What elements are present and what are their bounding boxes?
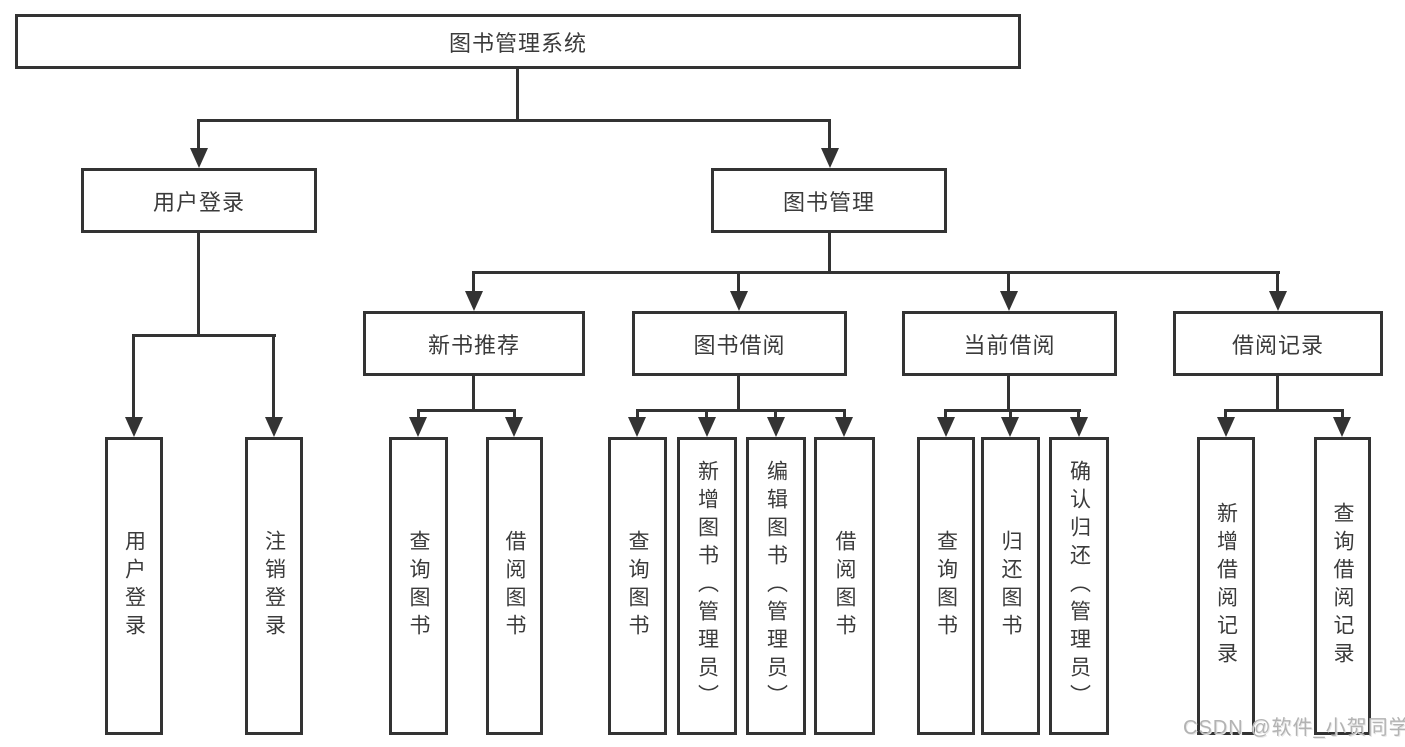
connector-line [1007,376,1010,411]
leaf-current-query-book: 查询图书 [917,437,975,735]
node-book-borrow: 图书借阅 [632,311,847,376]
arrowhead-down-icon [1070,417,1088,437]
connector-line [843,409,846,419]
connector-line [417,409,516,412]
node-new-book-recommend: 新书推荐 [363,311,585,376]
connector-line [705,409,708,419]
connector-line [1224,409,1344,412]
connector-line [417,409,420,419]
connector-line [737,271,740,293]
leaf-records-query-record: 查询借阅记录 [1314,437,1371,735]
arrowhead-down-icon [505,417,523,437]
connector-line [472,376,475,411]
connector-line [828,119,831,150]
connector-line [944,409,947,419]
connector-line [944,409,1081,412]
node-root: 图书管理系统 [15,14,1021,69]
connector-line [197,119,200,150]
connector-line [516,69,519,121]
connector-line [1341,409,1344,419]
connector-line [737,376,740,411]
arrowhead-down-icon [1217,417,1235,437]
connector-line [1224,409,1227,419]
arrowhead-down-icon [698,417,716,437]
arrowhead-down-icon [265,417,283,437]
csdn-watermark: CSDN @软件_小贺同学 [1183,717,1405,739]
arrowhead-down-icon [1001,417,1019,437]
node-borrow-records: 借阅记录 [1173,311,1383,376]
connector-line [636,409,639,419]
leaf-records-add-record: 新增借阅记录 [1197,437,1255,735]
node-current-borrow: 当前借阅 [902,311,1117,376]
connector-line [774,409,777,419]
connector-line [132,334,276,337]
arrowhead-down-icon [835,417,853,437]
arrowhead-down-icon [730,291,748,311]
connector-line [1276,271,1279,293]
arrowhead-down-icon [1000,291,1018,311]
connector-line [1009,409,1012,419]
leaf-borrow-query-book: 查询图书 [608,437,667,735]
connector-line [636,409,846,412]
connector-line [472,271,475,293]
arrowhead-down-icon [937,417,955,437]
connector-line [132,334,135,419]
leaf-borrow-add-book-admin: 新增图书（管理员） [677,437,737,735]
arrowhead-down-icon [465,291,483,311]
connector-line [828,233,831,273]
leaf-current-confirm-return-admin: 确认归还（管理员） [1049,437,1109,735]
connector-line [1276,376,1279,411]
connector-line [272,334,275,419]
node-user-login: 用户登录 [81,168,317,233]
arrowhead-down-icon [1333,417,1351,437]
leaf-current-return-book: 归还图书 [981,437,1040,735]
leaf-user-login: 用户登录 [105,437,163,735]
connector-line [1007,271,1010,293]
connector-line [472,271,1280,274]
leaf-borrow-borrow-book: 借阅图书 [814,437,875,735]
arrowhead-down-icon [409,417,427,437]
node-book-management: 图书管理 [711,168,947,233]
connector-line [513,409,516,419]
leaf-recommend-query-book: 查询图书 [389,437,448,735]
connector-line [197,119,831,122]
arrowhead-down-icon [1269,291,1287,311]
arrowhead-down-icon [190,148,208,168]
arrowhead-down-icon [628,417,646,437]
leaf-borrow-edit-book-admin: 编辑图书（管理员） [746,437,806,735]
leaf-recommend-borrow-book: 借阅图书 [486,437,543,735]
connector-line [197,233,200,336]
arrowhead-down-icon [125,417,143,437]
connector-line [1077,409,1080,419]
leaf-logout: 注销登录 [245,437,303,735]
arrowhead-down-icon [767,417,785,437]
arrowhead-down-icon [821,148,839,168]
